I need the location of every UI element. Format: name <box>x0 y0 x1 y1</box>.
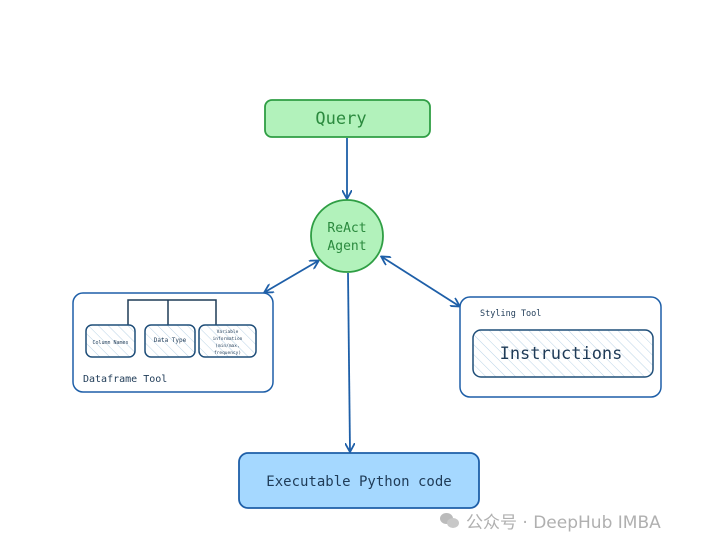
query-label: Query <box>315 109 366 129</box>
styling-tool-label: Styling Tool <box>480 309 541 319</box>
variable-info-line: Variable <box>217 329 239 335</box>
agent-label-line2: Agent <box>327 239 366 254</box>
query-node: Query <box>264 99 431 138</box>
variable-info-line: information <box>213 336 243 342</box>
column-names-label: Column Names <box>92 340 128 346</box>
dataframe-tool-node: Column Names Data Type Variable informat… <box>72 292 274 393</box>
variable-info-line: (min/max, <box>215 343 239 349</box>
arrow-agent-dataframe <box>265 261 318 292</box>
agent-label-line1: ReAct <box>327 221 366 236</box>
watermark-text: 公众号 · DeepHub IMBA <box>466 513 661 533</box>
watermark: 公众号 · DeepHub IMBA <box>440 508 661 533</box>
instructions-label: Instructions <box>500 344 623 364</box>
variable-info-line: frequency) <box>214 350 241 356</box>
react-agent-node: ReAct Agent <box>310 199 384 273</box>
wechat-icon <box>440 512 460 529</box>
dataframe-tool-label: Dataframe Tool <box>83 374 167 385</box>
executable-code-label: Executable Python code <box>266 474 451 490</box>
data-type-box <box>144 324 196 358</box>
arrow-agent-to-output <box>348 272 350 451</box>
arrow-agent-styling <box>382 257 459 306</box>
variable-info-box <box>198 324 257 358</box>
executable-code-node: Executable Python code <box>238 452 480 509</box>
styling-tool-node: Styling Tool Instructions <box>459 296 662 398</box>
instructions-box <box>472 329 654 378</box>
column-names-box <box>85 324 136 358</box>
data-type-label: Data Type <box>154 337 187 344</box>
